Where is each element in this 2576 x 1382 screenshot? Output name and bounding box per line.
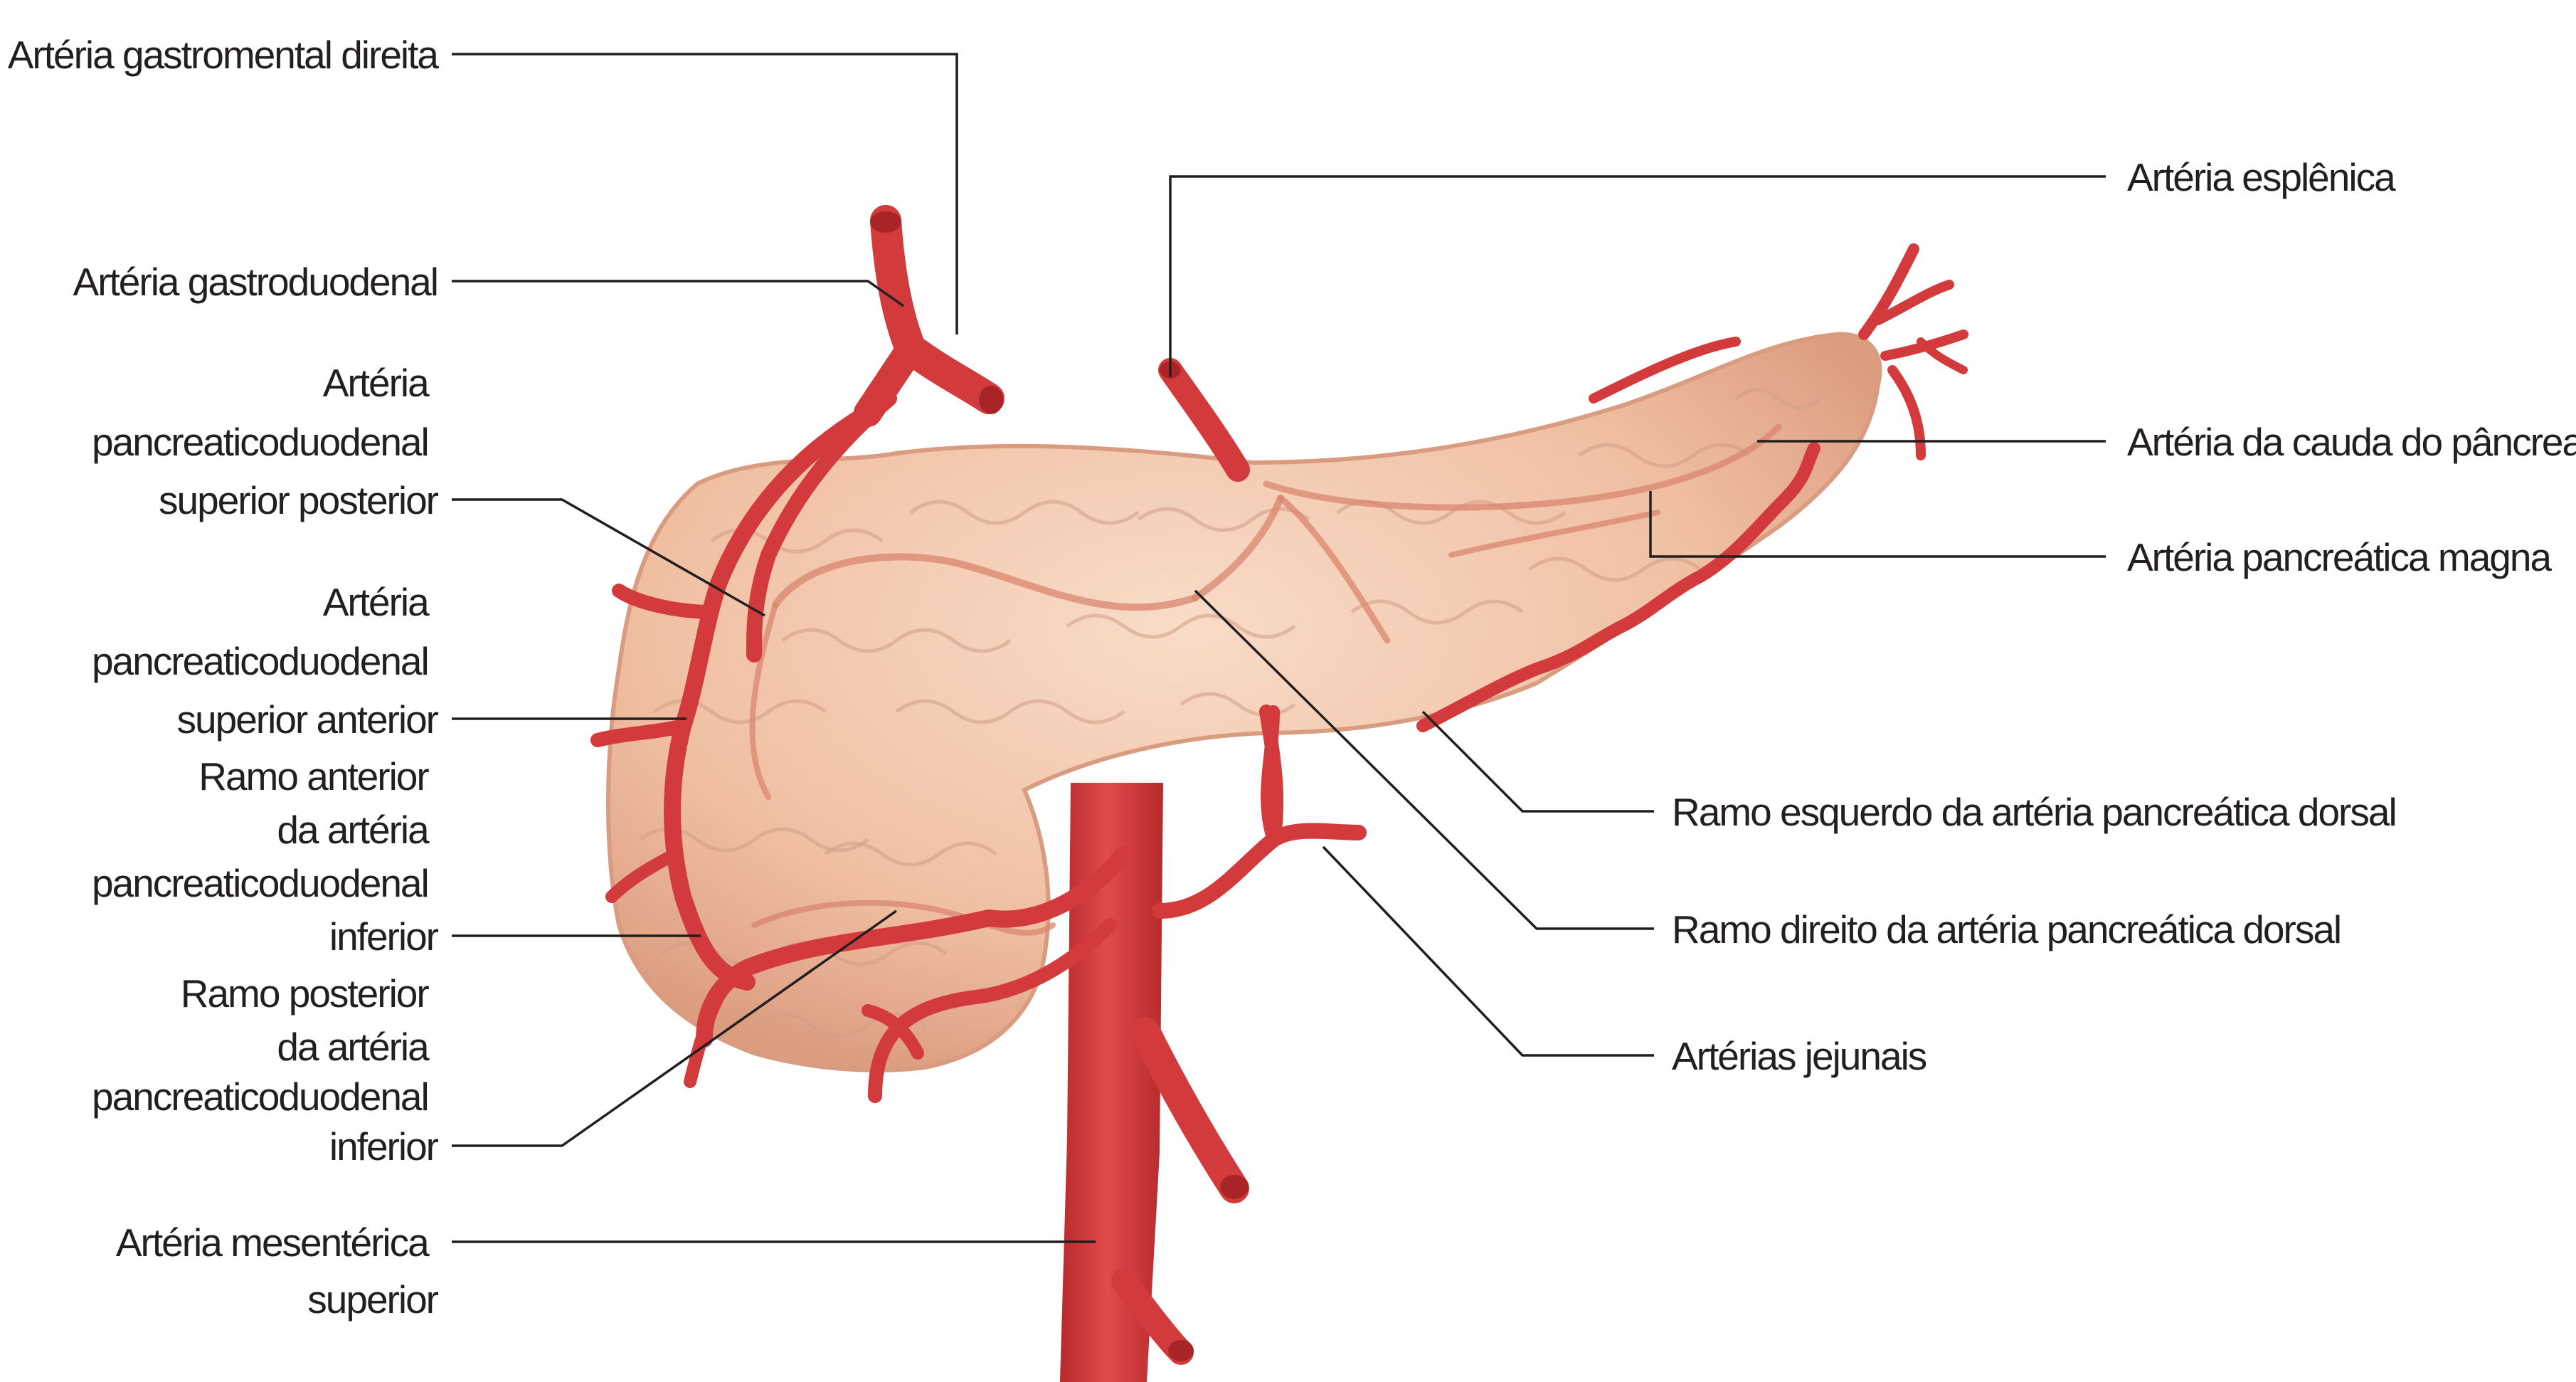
label-posterior-inferior-branch: Ramo posterior da artéria pancreaticoduo… (92, 971, 439, 1169)
splenic-hilum-branches (1864, 249, 1963, 455)
leader-esplenica (1170, 176, 2106, 377)
leader-gastroduodenal (452, 281, 903, 306)
label-pancreaticoduodenal-superior-posterior: Artéria pancreaticoduodenal superior pos… (92, 361, 439, 522)
superior-mesenteric-artery (1060, 783, 1249, 1382)
leader-esquerdo (1423, 712, 1654, 811)
label-dorsal-right-branch: Ramo direito da artéria pancreática dors… (1672, 907, 2341, 951)
label-anterior-inferior-branch: Ramo anterior da artéria pancreaticoduod… (92, 754, 439, 959)
label-gastromental: Artéria gastromental direita (8, 33, 440, 77)
label-jejunal-arteries: Artérias jejunais (1672, 1034, 1926, 1078)
gastroduodenal-artery (868, 211, 1003, 414)
label-dorsal-left-branch: Ramo esquerdo da artéria pancreática dor… (1672, 790, 2396, 834)
label-pancreatica-magna: Artéria pancreática magna (2127, 535, 2552, 579)
label-pancreaticoduodenal-superior-anterior: Artéria pancreaticoduodenal superior ant… (92, 580, 439, 742)
label-superior-mesenteric: Artéria mesentérica superior (116, 1220, 439, 1322)
label-tail-artery: Artéria da cauda do pâncreas (2127, 420, 2576, 464)
leader-jejunais (1323, 847, 1654, 1055)
label-gastroduodenal: Artéria gastroduodenal (73, 260, 438, 304)
label-splenic: Artéria esplênica (2127, 155, 2396, 199)
